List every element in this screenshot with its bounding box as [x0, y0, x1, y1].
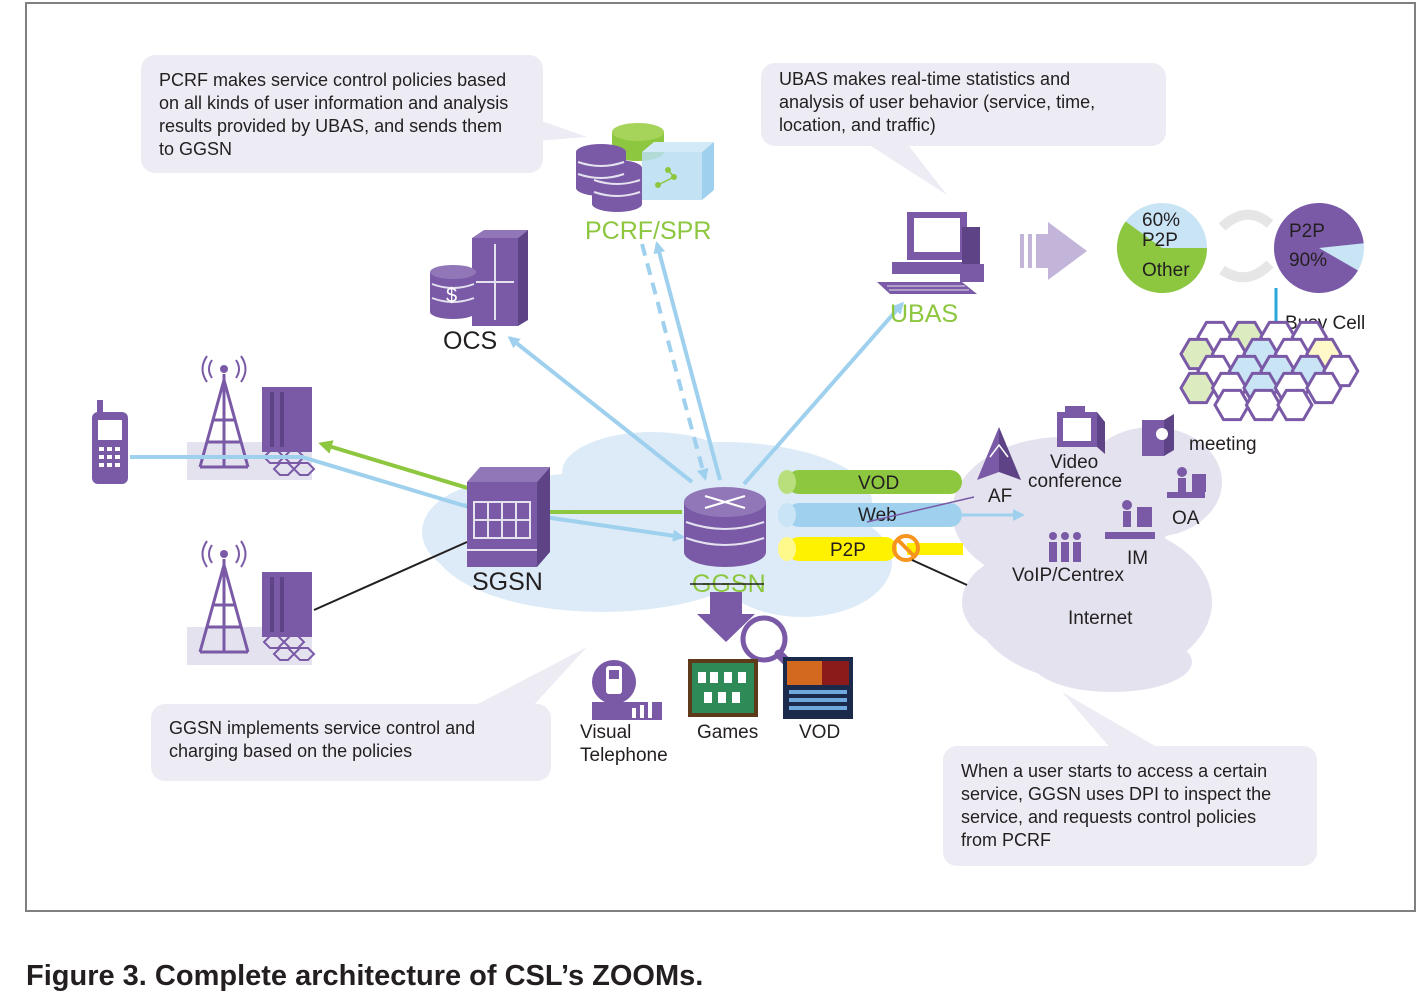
svg-text:$: $ [446, 285, 457, 307]
ubas-note-line: UBAS makes real-time statistics and [779, 69, 1071, 89]
dpi-note-line: service, GGSN uses DPI to inspect the [961, 784, 1272, 804]
pcrf-note-line: results provided by UBAS, and sends them [159, 116, 503, 136]
ocs-label: OCS [443, 327, 497, 355]
ggsn-note-pointer [472, 647, 587, 707]
service-pipes: VOD Web P2P [778, 470, 963, 562]
dpi-note-line: When a user starts to access a certain [961, 761, 1268, 781]
diagram-frame: PCRF/SPR $ OCS UBAS 60% P2P Other [25, 2, 1416, 912]
vod-service-label: VOD [799, 722, 840, 743]
ggsn-ocs-arrow [507, 336, 694, 484]
architecture-diagram: PCRF/SPR $ OCS UBAS 60% P2P Other [92, 114, 1365, 766]
ubas-note-pointer [857, 137, 947, 195]
figure-caption: Figure 3. Complete architecture of CSL’s… [26, 960, 704, 992]
pie-right-percent: 90% [1289, 250, 1327, 271]
pcrf-note-line: PCRF makes service control policies base… [159, 70, 507, 90]
internet-label: Internet [1068, 608, 1133, 629]
dpi-note-pointer [1062, 692, 1162, 750]
hex-cell [1276, 388, 1314, 422]
pcrf-note-line: on all kinds of user information and ana… [159, 93, 509, 113]
p2p-to-internet-link [911, 559, 968, 586]
pipe-web: Web [778, 503, 962, 527]
pie-left-name: P2P [1142, 230, 1178, 251]
base-station-1 [187, 355, 316, 480]
im-label: IM [1127, 548, 1148, 569]
hex-cell [1213, 388, 1251, 422]
vod-screen-icon [783, 657, 853, 719]
pipe-vod-label: VOD [858, 473, 899, 494]
hex-cell [1179, 371, 1217, 405]
ggsn-note: GGSN implements service control and char… [151, 704, 551, 781]
ubas-computer-icon [877, 212, 984, 294]
internet-cloud [952, 427, 1222, 692]
pcrf-note-line: to GGSN [159, 139, 233, 159]
cycle-arrows-icon [1218, 209, 1274, 283]
ubas-note-line: location, and traffic) [779, 115, 936, 135]
dpi-note-line: service, and requests control policies [961, 807, 1257, 827]
ggsn-ubas-arrow [742, 301, 904, 486]
voip-label: VoIP/Centrex [1012, 565, 1124, 586]
p2p-90-pie-chart: P2P 90% [1274, 203, 1364, 294]
dpi-funnel-arrow [697, 592, 755, 642]
pipe-web-label: Web [858, 505, 897, 526]
pcrf-database-icon [576, 123, 714, 212]
ubas-note-line: analysis of user behavior (service, time… [779, 92, 1096, 112]
pipe-p2p-label: P2P [830, 540, 866, 561]
sgsn-switch-icon [467, 467, 550, 567]
p2p-60-pie-chart: 60% P2P Other [1116, 203, 1207, 294]
af-label: AF [988, 486, 1012, 507]
mobile-phone-icon [92, 400, 128, 484]
voip-people-icon [1049, 532, 1081, 562]
ubas-note: UBAS makes real-time statistics and anal… [761, 63, 1166, 146]
im-icon [1105, 500, 1155, 539]
hex-cell [1244, 388, 1283, 422]
visual-telephone-icon [592, 660, 662, 720]
video-conference-icon [1057, 406, 1105, 454]
pipe-p2p: P2P [778, 537, 963, 561]
dpi-note: When a user starts to access a certain s… [943, 746, 1317, 866]
ggsn-note-line: charging based on the policies [169, 741, 413, 761]
hex-cell [1305, 371, 1343, 405]
ggsn-note-line: GGSN implements service control and [169, 718, 476, 738]
video-label-line2: conference [1028, 471, 1122, 492]
games-label: Games [697, 722, 758, 743]
video-label-line1: Video [1050, 452, 1098, 473]
visual-telephone-label-line1: Visual [580, 722, 631, 743]
sgsn-label: SGSN [472, 568, 543, 596]
pie-right-name: P2P [1289, 221, 1325, 242]
dpi-note-line: from PCRF [961, 830, 1051, 850]
oa-icon [1167, 467, 1206, 498]
meeting-icon [1142, 414, 1174, 456]
pipe-vod: VOD [778, 470, 962, 494]
oa-label: OA [1172, 508, 1200, 529]
pie-left-other: Other [1142, 260, 1190, 281]
meeting-label: meeting [1189, 434, 1257, 455]
pie-left-percent: 60% [1142, 210, 1180, 231]
analysis-arrow-icon [1020, 222, 1087, 280]
blocked-icon [892, 534, 920, 562]
user-traffic-flow [130, 455, 685, 542]
ggsn-pcrf-arrow [653, 241, 722, 481]
ocs-server-icon: $ [430, 230, 528, 326]
base-station-2 [187, 540, 316, 665]
pcrf-spr-label: PCRF/SPR [585, 217, 711, 245]
ggsn-router-icon [684, 487, 766, 567]
cell-hex-grid [1179, 320, 1360, 422]
ubas-label: UBAS [890, 300, 958, 328]
web-to-af-link [866, 496, 975, 523]
games-screen-icon [688, 659, 758, 717]
pcrf-note: PCRF makes service control policies base… [141, 55, 543, 173]
visual-telephone-label-line2: Telephone [580, 745, 668, 766]
af-pyramid-icon [977, 427, 1021, 480]
pcrf-ggsn-dashed-arrow [640, 243, 709, 481]
